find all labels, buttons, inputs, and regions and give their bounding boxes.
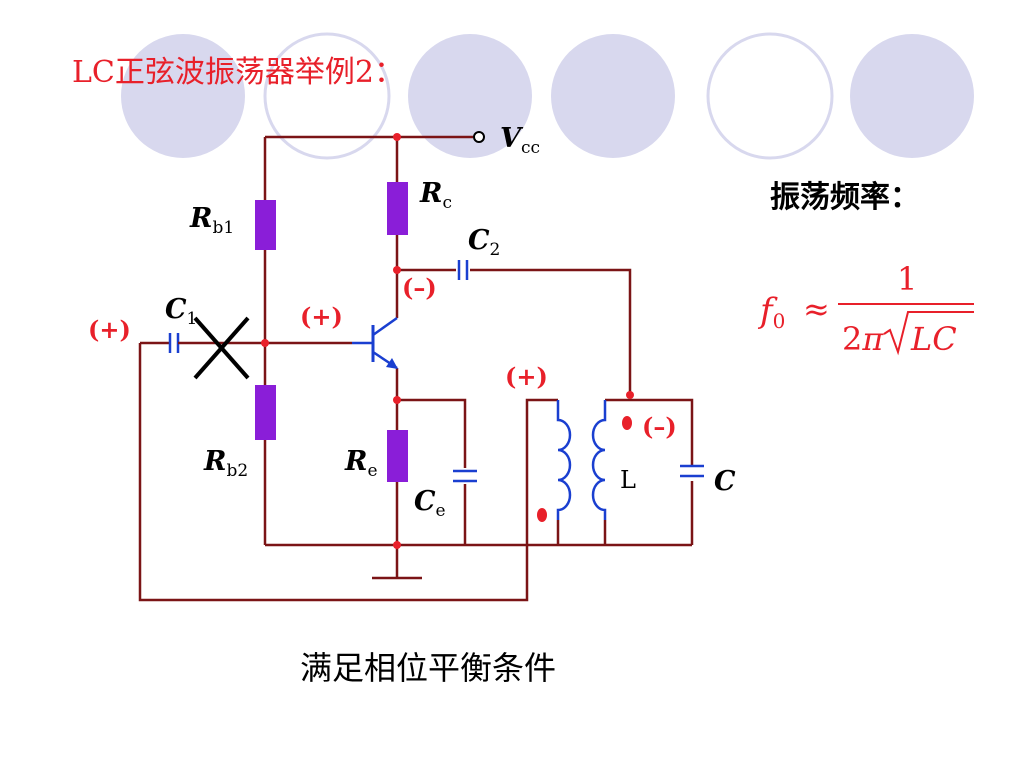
resistor-rb2 [255,385,276,440]
polarity-primary: (+) [505,362,548,391]
bg-circle-2 [263,32,391,160]
junction-dots [261,133,634,549]
label-re: Re [344,446,378,481]
resistor-re [387,430,408,482]
vcc-terminal [473,131,485,143]
label-c1: C1 [165,294,197,329]
resistor-rc [387,182,408,235]
label-ce: Ce [414,486,446,521]
dot-mark-secondary [537,508,547,522]
label-rc: Rc [419,178,452,213]
slide-title: LC正弦波振荡器举例2： [72,55,404,90]
formula-numerator: 1 [897,260,917,298]
oscillation-frequency-label: 振荡频率： [770,180,920,215]
resistor-rb1 [255,200,276,250]
inductor-secondary [556,400,572,520]
label-rb2: Rb2 [203,446,248,481]
capacitors [168,260,704,483]
bg-circle-1 [121,34,245,158]
wires [138,135,694,602]
dot-mark-primary [622,416,632,430]
capacitor-c1 [168,333,185,353]
cut-mark [193,316,250,380]
caption-phase-balance: 满足相位平衡条件 [300,649,557,687]
wire-feedback-loop [138,343,558,602]
formula-denominator: 2π [842,320,884,358]
wire-c2-tap [470,268,632,395]
formula-approx: ≈ [803,290,830,328]
wire-tank-top [605,398,694,465]
resistors [255,182,408,482]
capacitor-c2 [457,260,469,280]
label-c2: C2 [468,225,500,260]
formula-radicand: LC [910,320,957,358]
wire-ce-branch [397,398,467,468]
transistor-collector-lead [372,316,398,337]
inductors [556,400,607,520]
polarity-collector: (–) [402,273,437,302]
formula-lhs: f0 [757,291,785,333]
bg-circle-6 [850,34,974,158]
bg-circle-5 [706,32,834,160]
bg-circle-3 [408,34,532,158]
label-l: L [620,466,636,494]
label-rb1: Rb1 [189,203,234,238]
capacitor-ce [453,469,477,483]
label-c: C [714,466,736,497]
inductor-primary-l [591,400,607,520]
label-vcc: Vcc [500,123,540,158]
capacitor-c [680,464,704,478]
polarity-base: (+) [300,302,343,331]
formula-radical-sign [883,311,974,356]
transistor-emitter-arrow [386,358,398,369]
polarity-secondary: (–) [642,412,677,441]
polarity-input: (+) [88,315,131,344]
bg-circle-4 [551,34,675,158]
